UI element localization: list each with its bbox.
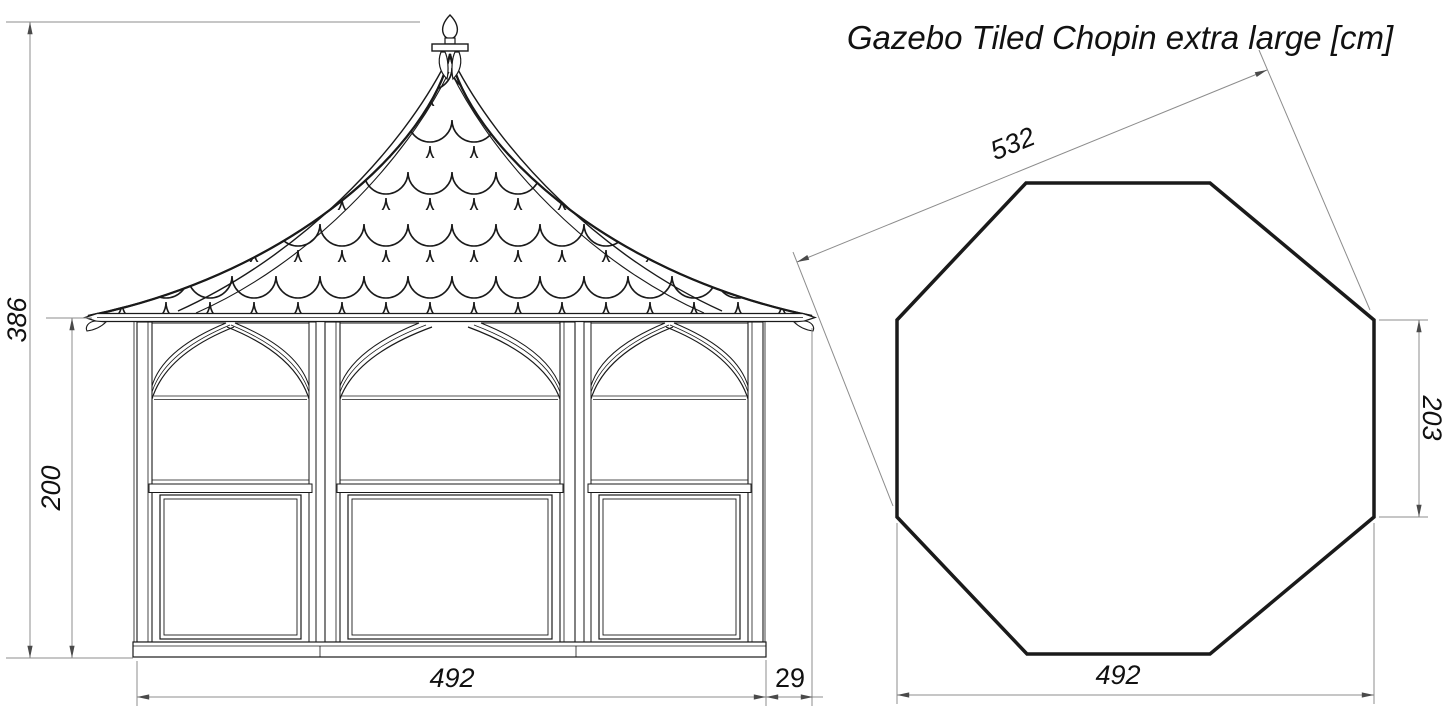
roof-finial <box>431 14 469 81</box>
finial-neck <box>444 37 456 45</box>
handrails <box>148 479 752 493</box>
arch-bay-2 <box>339 322 561 400</box>
column-right <box>747 321 764 643</box>
dim-label-diagonal-width: 532 <box>986 121 1039 166</box>
columns <box>136 321 764 643</box>
base-band <box>132 641 767 658</box>
finial-onion <box>441 14 459 40</box>
drawing-title: Gazebo Tiled Chopin extra large [cm] <box>847 19 1394 56</box>
lattice-panel-1 <box>163 498 298 636</box>
dim-label-side-width: 203 <box>1417 394 1445 440</box>
arch-curve-bay3-left-outer <box>590 326 674 400</box>
arch-curve-bay1-right-outer <box>226 326 310 400</box>
base-joints <box>319 646 577 657</box>
finial-petal-right <box>451 51 462 81</box>
handrail-bay3 <box>587 483 752 493</box>
roof-shingles <box>88 54 812 316</box>
dim-label-base-width: 492 <box>429 663 474 693</box>
eave-curl-left <box>85 320 108 332</box>
spandrel-lattice-bay1-right <box>234 322 310 387</box>
lattice-panel-frame-2 <box>347 494 553 640</box>
roof <box>87 53 813 318</box>
lattice-panel-frame-3 <box>598 494 741 640</box>
finial-petal-left <box>438 51 449 81</box>
elevation-dimensions: 386 200 492 29 <box>2 21 823 706</box>
arch-curve-bay1-left-inner <box>151 324 231 393</box>
dim-label-post-height: 200 <box>36 465 66 511</box>
arch-bay-1 <box>151 322 310 400</box>
eave-fascia <box>82 312 818 332</box>
arch-curve-bay1-left-outer <box>151 326 235 400</box>
ext-line-diagonal-right <box>1258 49 1371 311</box>
roof-hip-left-inner <box>195 71 450 314</box>
dim-label-flat-width: 492 <box>1095 660 1140 690</box>
rear-rail-lines <box>154 395 746 400</box>
arch-curve-bay3-right-outer <box>665 326 749 400</box>
arch-curve-bay1-right-inner <box>230 324 310 393</box>
eave-curl-right <box>792 320 815 332</box>
roof-hip-right-inner <box>450 71 705 314</box>
column-inner-right-rear <box>583 321 592 643</box>
dim-line-diagonal-width <box>796 69 1268 263</box>
column-inner-left <box>324 321 341 643</box>
column-left <box>136 321 153 643</box>
arch-curve-bay2-right-inner <box>473 324 561 393</box>
handrail-bay1 <box>148 483 313 493</box>
arch-curve-bay2-left-inner <box>339 324 427 393</box>
base-platform <box>132 641 767 658</box>
spandrel-lattice-bay3-right <box>673 322 749 387</box>
arch-curve-bay3-right-inner <box>669 324 749 393</box>
spandrel-lattice-bay3-left <box>590 322 666 387</box>
handrail-bay2 <box>336 483 564 493</box>
roof-hip-left-icon <box>177 61 447 312</box>
column-inner-left-rear <box>308 321 317 643</box>
arch-bay-3 <box>590 322 749 400</box>
arch-curve-bay2-right-outer <box>467 326 561 400</box>
spandrel-lattice-bay1-left <box>151 322 227 387</box>
elevation-view: 386 200 492 29 <box>2 14 823 706</box>
lattice-panel-2 <box>351 498 549 636</box>
arch-curve-bay2-left-outer <box>339 326 433 400</box>
dim-label-roof-overhang: 29 <box>775 663 805 693</box>
column-inner-right <box>559 321 576 643</box>
spandrel-lattice-bay2-left <box>339 322 420 387</box>
plan-dimensions: 532 203 492 <box>792 49 1445 704</box>
lattice-panel-3 <box>602 498 737 636</box>
lattice-panel-frame-1 <box>159 494 302 640</box>
spandrel-lattice-bay2-right <box>480 322 561 387</box>
plan-view: 532 203 492 <box>792 49 1445 704</box>
ext-line-diagonal-left <box>792 251 894 507</box>
finial-plate <box>431 43 469 52</box>
arch-curve-bay3-left-inner <box>590 324 670 393</box>
wall-side-edges <box>133 322 766 642</box>
lattice-panels <box>159 494 741 640</box>
dim-label-total-height: 386 <box>2 296 32 342</box>
octagon-outline <box>895 181 1376 656</box>
roof-hip-right-icon <box>453 61 723 312</box>
